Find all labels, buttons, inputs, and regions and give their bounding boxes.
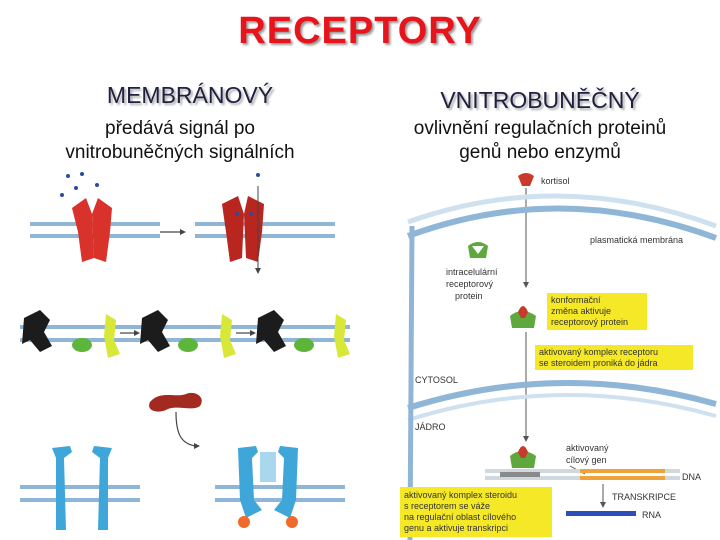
arrow-curve-icon bbox=[175, 411, 200, 449]
label-cortisol: kortisol bbox=[541, 176, 570, 186]
label-dna: DNA bbox=[682, 472, 701, 482]
note-complex-enters-nucleus: aktivovaný komplex receptoru se steroide… bbox=[535, 345, 693, 370]
receptor-activated bbox=[222, 196, 264, 262]
ligand-molecule bbox=[149, 392, 202, 412]
membrane-row-1 bbox=[30, 222, 335, 238]
note-3-line2: s receptorem se váže bbox=[404, 501, 490, 511]
note-3-line1: aktivovaný komplex steroidu bbox=[404, 490, 517, 500]
label-receptor-line2: receptorový bbox=[446, 279, 494, 289]
slide-title: RECEPTORY bbox=[238, 10, 482, 52]
receptor-blue-activated bbox=[238, 446, 298, 528]
receptor-blue-inactive bbox=[52, 446, 112, 530]
description-membrane-line1: předává signál po bbox=[105, 118, 255, 139]
description-membrane-line2: vnitrobuněčných signálních bbox=[65, 142, 295, 163]
membrane-row-3 bbox=[20, 485, 345, 502]
note-3-line4: genu a aktivuje transkripci bbox=[404, 523, 508, 533]
arrow-down-icon bbox=[600, 484, 606, 508]
note-1-line2: změna aktivuje bbox=[551, 306, 611, 316]
description-intracellular-line1: ovlivnění regulačních proteinů bbox=[413, 118, 667, 139]
kinase-complex-2 bbox=[140, 310, 236, 358]
note-1-line1: konformační bbox=[551, 295, 601, 305]
label-nucleus: JÁDRO bbox=[415, 422, 446, 432]
arrow-right-icon bbox=[160, 229, 186, 235]
intracellular-receptor-icon bbox=[468, 242, 488, 258]
ligand-dots bbox=[60, 172, 260, 197]
note-3-line3: na regulační oblast cílového bbox=[404, 512, 516, 522]
label-receptor-line1: intracelulární bbox=[446, 267, 498, 277]
receptor-inactive bbox=[72, 198, 112, 262]
label-cytosol: CYTOSOL bbox=[415, 375, 458, 385]
heading-membrane-receptor: MEMBRÁNOVÝ bbox=[106, 82, 274, 108]
heading-intracellular-receptor: VNITROBUNĚČNÝ bbox=[440, 87, 640, 113]
kinase-complex-3 bbox=[256, 310, 350, 358]
label-gene-line2: cílový gen bbox=[566, 455, 607, 465]
kinase-complex-1 bbox=[22, 310, 120, 358]
cortisol-molecule-icon bbox=[518, 173, 534, 186]
rna-strand bbox=[566, 511, 636, 516]
note-2-line1: aktivovaný komplex receptoru bbox=[539, 347, 658, 357]
label-receptor-line3: protein bbox=[455, 291, 483, 301]
arrow-down-icon bbox=[523, 188, 529, 288]
arrow-right-icon bbox=[120, 330, 140, 336]
plasma-membrane bbox=[406, 193, 718, 241]
note-2-line2: se steroidem proniká do jádra bbox=[539, 358, 658, 368]
receptor-complex-on-dna-icon bbox=[510, 446, 536, 468]
label-rna: RNA bbox=[642, 510, 661, 520]
receptor-complex-icon bbox=[510, 306, 536, 328]
label-gene-line1: aktivovaný bbox=[566, 443, 609, 453]
dna-strand bbox=[485, 469, 680, 480]
description-intracellular-line2: genů nebo enzymů bbox=[459, 142, 621, 163]
arrow-right-icon bbox=[236, 330, 256, 336]
nuclear-envelope bbox=[407, 380, 717, 422]
arrow-down-icon bbox=[255, 186, 261, 274]
note-1-line3: receptorový protein bbox=[551, 317, 628, 327]
note-conformational-change: konformační změna aktivuje receptorový p… bbox=[547, 293, 647, 330]
note-complex-activates-transcription: aktivovaný komplex steroidu s receptorem… bbox=[400, 487, 552, 537]
description-membrane: předává signál po vnitrobuněčných signál… bbox=[20, 117, 340, 165]
label-transcription: TRANSKRIPCE bbox=[612, 492, 676, 502]
label-plasma-membrane: plasmatická membrána bbox=[590, 235, 683, 245]
description-intracellular: ovlivnění regulačních proteinů genů nebo… bbox=[360, 117, 720, 165]
